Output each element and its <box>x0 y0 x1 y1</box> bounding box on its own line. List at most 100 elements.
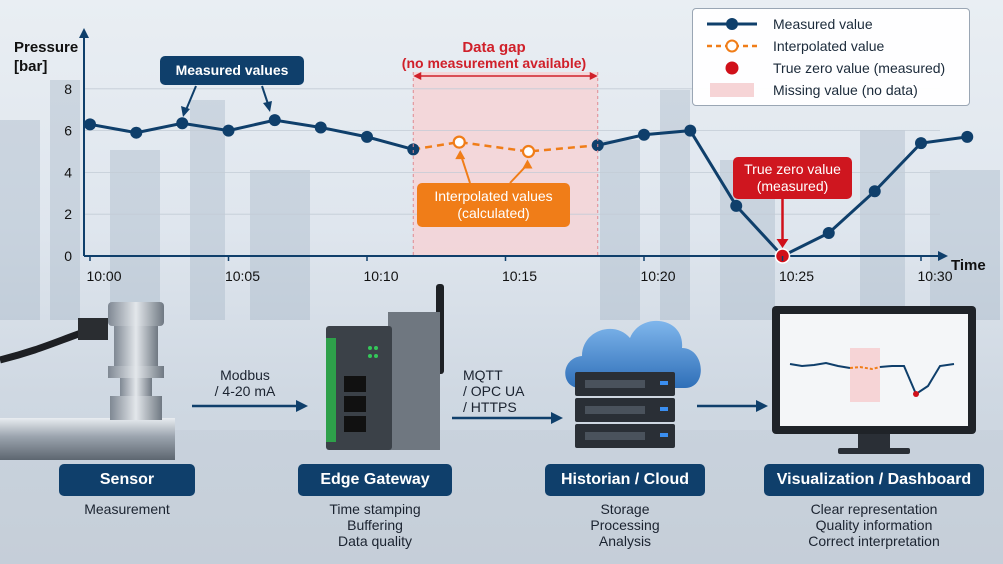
data-gap-subtitle: (no measurement available) <box>401 55 587 71</box>
gap-arrow-right-head <box>589 72 598 80</box>
legend-label-true-zero: True zero value (measured) <box>773 60 946 76</box>
stage-desc-sensor: Measurement <box>59 501 195 517</box>
interpolated-line-marker-icon <box>707 39 757 53</box>
x-tick-label: 10:05 <box>225 268 260 284</box>
stage-title-historian-cloud: Historian / Cloud <box>545 464 705 496</box>
stage-desc-line: Measurement <box>84 501 170 517</box>
stage-desc-line: Correct interpretation <box>808 533 940 549</box>
chart-tick-labels: 0 2 4 6 8 10:00 10:05 10:10 10:15 10:20 10:25 10:30 <box>64 81 953 284</box>
stage-desc-dashboard: Clear representation Quality information… <box>764 501 984 549</box>
measured-point <box>222 124 235 137</box>
stage-desc-line: Processing <box>590 517 660 533</box>
measured-pointer-1-head <box>181 106 190 117</box>
y-tick-label: 4 <box>64 164 72 180</box>
y-tick-label: 2 <box>64 206 72 222</box>
x-tick-label: 10:30 <box>917 268 952 284</box>
x-tick-label: 10:20 <box>640 268 675 284</box>
measured-pointer-2 <box>261 85 269 105</box>
measured-point <box>730 199 743 212</box>
arrow-sensor-to-gateway-icon <box>192 400 308 412</box>
legend-label-interpolated: Interpolated value <box>773 38 885 54</box>
measured-point <box>176 117 189 130</box>
protocol-line: MQTT <box>463 367 503 383</box>
measured-point <box>84 118 96 131</box>
measured-point <box>684 124 697 137</box>
chart-annotation-arrows <box>181 72 789 256</box>
measured-point <box>961 130 974 143</box>
stage-desc-line: Data quality <box>338 533 412 549</box>
stage-desc-edge-gateway: Time stamping Buffering Data quality <box>298 501 452 549</box>
protocol-line: / OPC UA <box>463 383 525 399</box>
interpolated-pointer-2-head <box>522 159 533 169</box>
y-tick-label: 8 <box>64 81 72 97</box>
stage-desc-line: Analysis <box>598 533 652 549</box>
true-zero-callout-line2: (measured) <box>756 178 829 194</box>
measured-series-line <box>89 118 414 151</box>
x-tick-label: 10:10 <box>363 268 398 284</box>
chart-axes <box>79 28 948 261</box>
measured-point <box>361 130 373 143</box>
true-zero-callout-line1: True zero value <box>744 161 841 177</box>
x-tick-label: 10:00 <box>86 268 121 284</box>
legend-label-missing: Missing value (no data) <box>773 82 918 98</box>
measured-pointer-1 <box>185 85 197 111</box>
measured-point <box>268 114 281 127</box>
gap-arrow-left-head <box>413 72 422 80</box>
stage-desc-line: Buffering <box>347 517 403 533</box>
stage-desc-line: Storage <box>600 501 650 517</box>
cloud-server-icon <box>565 320 701 448</box>
missing-value-band <box>413 72 598 256</box>
edge-gateway-icon <box>326 284 444 450</box>
measured-pointer-2-head <box>263 101 272 112</box>
x-axis-arrowhead <box>938 251 948 261</box>
stage-title-dashboard: Visualization / Dashboard <box>764 464 984 496</box>
data-gap-title: Data gap <box>462 39 526 56</box>
y-axis-arrowhead <box>79 28 89 38</box>
x-axis-label: Time <box>951 257 986 274</box>
stage-desc-historian-cloud: Storage Processing Analysis <box>545 501 705 549</box>
measured-point <box>314 121 327 134</box>
protocol-label-gateway-cloud: MQTT / OPC UA / HTTPS <box>463 367 533 415</box>
interpolated-callout-line2: (calculated) <box>457 205 530 221</box>
arrow-gateway-to-cloud-icon <box>452 412 563 424</box>
measured-point <box>638 128 650 141</box>
measured-point <box>868 185 881 198</box>
legend-item-true-zero: True zero value (measured) <box>693 57 969 79</box>
interpolated-pointer-1 <box>460 155 471 184</box>
pressure-sensor-icon <box>0 302 175 460</box>
interpolated-callout-line1: Interpolated values <box>434 188 553 204</box>
y-tick-label: 0 <box>64 248 72 264</box>
true-zero-pointer-head <box>776 239 789 248</box>
stage-desc-line: Quality information <box>815 517 933 533</box>
y-axis-label: Pressure [bar] <box>14 39 79 75</box>
dashboard-monitor-icon <box>772 306 976 454</box>
chart-legend: Measured value Interpolated value True z… <box>692 8 970 106</box>
legend-item-missing: Missing value (no data) <box>693 79 969 101</box>
measured-line-marker-icon <box>707 18 757 30</box>
legend-label-measured: Measured value <box>773 16 873 32</box>
stage-desc-line: Clear representation <box>810 501 938 517</box>
protocol-line: / 4-20 mA <box>214 383 276 399</box>
protocol-label-sensor-gateway: Modbus / 4-20 mA <box>210 367 280 399</box>
arrow-cloud-to-dashboard-icon <box>697 400 768 412</box>
y-tick-label: 6 <box>64 123 72 139</box>
missing-band-swatch-icon <box>710 83 754 97</box>
stage-desc-line: Time stamping <box>329 501 421 517</box>
measured-point <box>407 143 420 156</box>
x-tick-label: 10:15 <box>502 268 537 284</box>
interpolated-pointer-1-head <box>455 150 466 160</box>
true-zero-callout: True zero value (measured) <box>733 157 852 199</box>
stage-title-edge-gateway: Edge Gateway <box>298 464 452 496</box>
true-zero-dot-icon <box>725 61 739 75</box>
interpolated-point <box>521 144 536 159</box>
interpolated-values-callout: Interpolated values (calculated) <box>417 183 570 227</box>
legend-item-interpolated: Interpolated value <box>693 35 969 57</box>
x-tick-label: 10:25 <box>779 268 814 284</box>
legend-item-measured: Measured value <box>693 13 969 35</box>
measured-point <box>915 137 927 150</box>
protocol-line: Modbus <box>220 367 270 383</box>
protocol-line: / HTTPS <box>463 399 517 415</box>
stage-title-sensor: Sensor <box>59 464 195 496</box>
measured-values-callout: Measured values <box>160 56 304 85</box>
interpolated-point <box>452 135 466 149</box>
